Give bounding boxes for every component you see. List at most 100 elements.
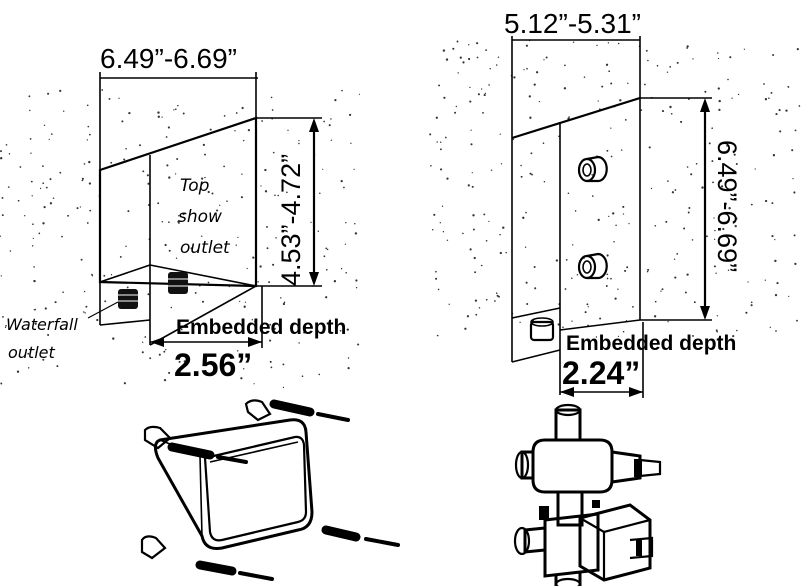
speckle-dot (110, 161, 113, 164)
speckle-dot (142, 341, 144, 343)
speckle-dot (750, 203, 753, 206)
speckle-dot (209, 128, 212, 131)
speckle-dot (112, 337, 115, 340)
speckle-dot (168, 221, 170, 224)
speckle-dot (665, 220, 668, 223)
speckle-dot (644, 83, 646, 86)
speckle-dot (735, 217, 738, 220)
speckle-dot (584, 311, 587, 314)
speckle-dot (704, 90, 707, 93)
speckle-dot (667, 180, 669, 182)
speckle-dot (334, 99, 337, 102)
speckle-dot (754, 168, 756, 170)
speckle-dot (483, 213, 486, 216)
speckle-dot (149, 357, 152, 360)
speckle-dot (354, 232, 358, 235)
speckle-dot (796, 319, 798, 322)
speckle-dot (445, 58, 449, 61)
speckle-dot (564, 288, 567, 290)
speckle-dot (555, 259, 559, 262)
speckle-dot (446, 177, 449, 180)
speckle-dot (182, 112, 185, 115)
speckle-dot (269, 339, 272, 342)
speckle-dot (476, 56, 479, 59)
speckle-dot (568, 116, 570, 118)
speckle-dot (764, 279, 766, 281)
speckle-dot (483, 94, 486, 97)
speckle-dot (180, 328, 183, 331)
speckle-dot (54, 301, 57, 304)
speckle-dot (127, 210, 130, 213)
speckle-dot (472, 214, 475, 217)
speckle-dot (617, 42, 620, 45)
speckle-dot (234, 130, 236, 132)
speckle-dot (484, 92, 487, 95)
speckle-dot (128, 111, 131, 115)
speckle-dot (339, 329, 342, 332)
speckle-dot (177, 215, 180, 217)
right-box-floor (511, 307, 561, 319)
speckle-dot (157, 111, 160, 114)
top-outlet-fitting (168, 272, 188, 294)
speckle-dot (520, 175, 523, 178)
speckle-dot (29, 138, 32, 140)
speckle-dot (51, 133, 53, 135)
speckle-dot (330, 139, 333, 142)
speckle-dot (567, 192, 570, 195)
speckle-dot (52, 197, 55, 199)
speckle-dot (345, 221, 347, 224)
speckle-dot (692, 334, 694, 337)
speckle-dot (793, 234, 796, 237)
speckle-dot (775, 330, 777, 332)
speckle-dot (466, 315, 470, 318)
speckle-dot (716, 315, 718, 317)
speckle-dot (502, 226, 505, 229)
speckle-dot (204, 176, 206, 179)
speckle-dot (771, 202, 774, 205)
speckle-dot (720, 185, 724, 188)
speckle-dot (157, 115, 160, 118)
speckle-dot (713, 238, 716, 240)
speckle-dot (684, 291, 687, 294)
speckle-dot (39, 187, 42, 190)
speckle-dot (488, 220, 490, 223)
speckle-dot (674, 189, 677, 191)
speckle-dot (543, 59, 545, 61)
speckle-dot (323, 255, 326, 258)
speckle-dot (591, 195, 594, 197)
speckle-dot (485, 239, 488, 242)
speckle-dot (240, 196, 243, 199)
speckle-dot (475, 313, 478, 316)
speckle-dot (80, 258, 83, 261)
speckle-dot (488, 84, 490, 86)
speckle-dot (576, 274, 579, 276)
speckle-dot (470, 129, 472, 131)
speckle-dot (42, 222, 45, 225)
speckle-dot (619, 99, 622, 102)
speckle-dot (257, 281, 259, 283)
speckle-dot (525, 211, 527, 214)
speckle-dot (286, 191, 288, 194)
speckle-dot (701, 186, 704, 189)
speckle-dot (1, 214, 4, 217)
speckle-dot (653, 315, 657, 318)
speckle-dot (216, 209, 219, 212)
speckle-dot (796, 48, 799, 51)
speckle-dot (680, 120, 683, 123)
speckle-dot (264, 190, 268, 193)
left-depth-arrow-left (150, 337, 164, 347)
speckle-dot (243, 305, 246, 308)
left-width-dim-text: 6.49”-6.69” (100, 43, 237, 74)
speckle-dot (347, 366, 350, 370)
speckle-dot (717, 87, 720, 90)
speckle-dot (732, 335, 735, 338)
right-height-dim-text: 6.49”-6.69” (712, 140, 742, 272)
speckle-dot (318, 373, 321, 376)
screw-4 (195, 560, 274, 581)
speckle-dot (123, 382, 126, 385)
speckle-dot (355, 287, 358, 289)
speckle-dot (211, 192, 214, 195)
speckle-dot (711, 160, 714, 163)
speckle-dot (444, 136, 447, 139)
